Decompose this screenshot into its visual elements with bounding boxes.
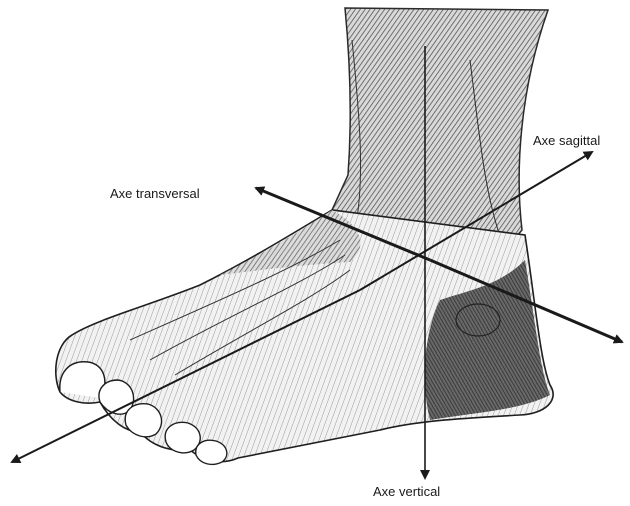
label-axe-vertical: Axe vertical (373, 485, 440, 498)
label-axe-transversal: Axe transversal (110, 187, 200, 200)
foot-illustration (56, 210, 553, 464)
label-axe-sagittal: Axe sagittal (533, 134, 600, 147)
